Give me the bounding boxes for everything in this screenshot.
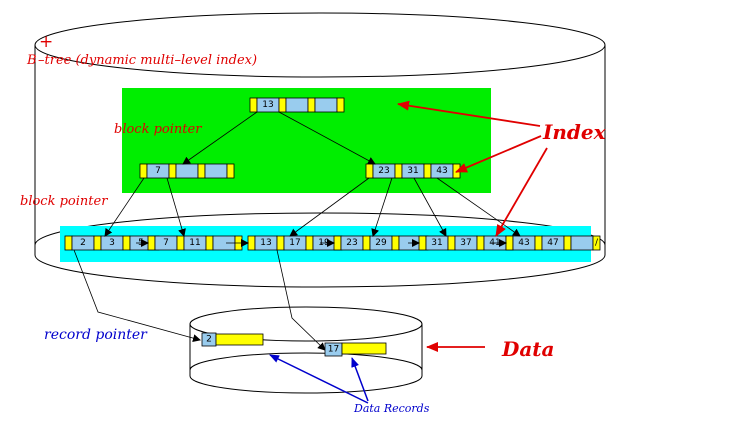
record-ptr-17 — [276, 249, 326, 351]
index-arrow-root — [397, 100, 541, 127]
root-node-cells: 13 — [249, 97, 345, 113]
pointer-cell — [423, 163, 432, 179]
pointer-cell — [394, 163, 403, 179]
pointer-cell — [93, 235, 102, 251]
root-right-pointer — [278, 111, 376, 165]
pointer-cell — [247, 235, 256, 251]
internal-nodes: 7 23 31 43 — [139, 163, 461, 179]
data-label: Data — [501, 337, 555, 361]
key-label: 43 — [436, 166, 447, 176]
pointer-cell — [534, 235, 543, 251]
data-records-label: Data Records — [353, 402, 430, 415]
null-pointer: / — [595, 238, 599, 248]
pointer-cell — [391, 235, 400, 251]
internal-ptr-6 — [436, 177, 521, 237]
pointer-cell — [226, 163, 235, 179]
key-label: 11 — [189, 238, 200, 248]
data-disk-cylinder — [189, 306, 423, 394]
data-records-arrow-2 — [351, 357, 369, 402]
internal-ptr-1 — [104, 177, 145, 237]
key-cell — [204, 163, 228, 179]
title-b: B — [26, 53, 37, 68]
internal-ptr-4 — [371, 177, 393, 237]
pointer-cell — [139, 163, 148, 179]
key-cell — [314, 97, 338, 113]
pointer-cell — [307, 97, 316, 113]
pointer-cell — [365, 163, 374, 179]
pointer-cell — [336, 97, 345, 113]
data-record-2: 2 — [201, 332, 264, 347]
key-label: 43 — [518, 238, 529, 248]
index-arrows — [397, 100, 548, 237]
key-label: 31 — [407, 166, 418, 176]
pointer-cell — [505, 235, 514, 251]
record-pointers — [73, 249, 326, 351]
pointer-cell — [418, 235, 427, 251]
pointer-cell — [333, 235, 342, 251]
data-records-arrow-1 — [269, 354, 369, 404]
pointer-cell — [197, 163, 206, 179]
key-label: 37 — [460, 238, 471, 248]
pointer-cell — [147, 235, 156, 251]
pointer-cell — [563, 235, 572, 251]
record-ptr-2 — [73, 249, 201, 343]
root-node: 13 — [249, 97, 345, 113]
index-arrow-leaf — [495, 147, 548, 237]
key-label: 29 — [375, 238, 387, 248]
pointer-cell — [205, 235, 214, 251]
record-key: 17 — [328, 345, 339, 355]
pointer-cell — [476, 235, 485, 251]
index-label: Index — [542, 120, 607, 144]
internal-ptr-5 — [413, 177, 447, 237]
pointer-cell — [592, 235, 601, 251]
title-plus: + — [39, 32, 53, 52]
key-label: 13 — [260, 238, 271, 248]
pointer-cell — [276, 235, 285, 251]
key-label: 23 — [378, 166, 389, 176]
key-label: 7 — [163, 238, 169, 248]
pointer-cell — [447, 235, 456, 251]
key-label: 3 — [109, 238, 115, 248]
key-label: 7 — [155, 166, 161, 176]
index-arrow-internal — [455, 135, 542, 173]
pointer-cell — [278, 97, 287, 113]
key-cell — [175, 163, 199, 179]
data-record-17: 17 — [324, 342, 387, 357]
key-label: 31 — [431, 238, 442, 248]
data-records-arrows — [269, 354, 369, 404]
key-label: 2 — [80, 238, 86, 248]
record-key: 2 — [206, 335, 212, 345]
pointer-cell — [362, 235, 371, 251]
record-pointer-label: record pointer — [44, 327, 148, 343]
pointer-cell — [176, 235, 185, 251]
pointer-cell — [249, 97, 258, 113]
key-label: 47 — [547, 238, 558, 248]
root-left-pointer — [182, 111, 258, 165]
block-pointer-label: block pointer — [20, 194, 108, 209]
internal-ptr-2 — [166, 177, 186, 237]
pointer-cell — [122, 235, 131, 251]
tree-edges — [104, 111, 521, 237]
block-pointer-label: block pointer — [114, 122, 202, 137]
internal-ptr-3 — [289, 177, 370, 237]
pointer-cell — [305, 235, 314, 251]
key-cell — [285, 97, 309, 113]
key-cell — [570, 235, 594, 251]
pointer-cell — [168, 163, 177, 179]
internal-node: 7 — [139, 163, 235, 179]
page-title: –tree (dynamic multi–level index) — [38, 53, 257, 68]
key-label: 17 — [289, 238, 300, 248]
leaf-node: 43 47 / — [505, 235, 601, 251]
pointer-cell — [64, 235, 73, 251]
internal-node: 23 31 43 — [365, 163, 461, 179]
key-label: 13 — [262, 100, 273, 110]
key-label: 23 — [346, 238, 357, 248]
